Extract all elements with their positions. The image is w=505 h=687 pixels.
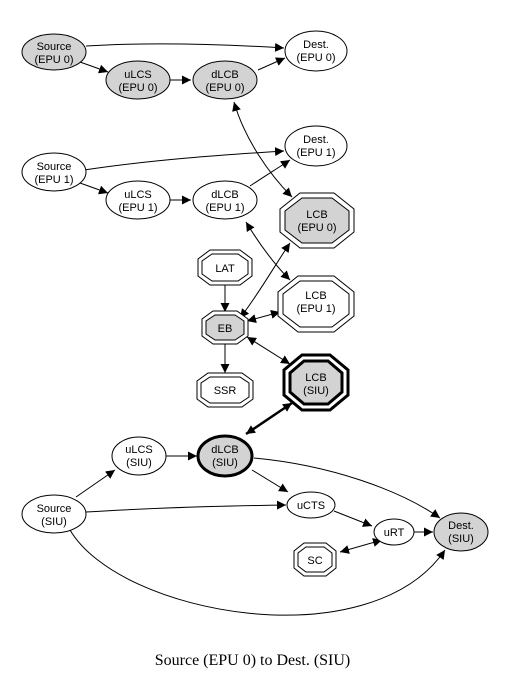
node-lcb-epu0: LCB (EPU 0) (279, 192, 355, 249)
svg-text:uCTS: uCTS (297, 500, 325, 512)
edge-source-epu1-to-ulcs-epu1 (79, 182, 109, 195)
svg-text:Dest.: Dest. (303, 39, 329, 51)
edge-source-epu1-to-dest-epu1 (83, 147, 285, 171)
svg-text:LCB: LCB (305, 372, 326, 384)
node-lat: LAT (197, 249, 253, 286)
svg-text:(SIU): (SIU) (126, 457, 152, 469)
edges (69, 42, 446, 616)
node-dlcb-epu1: dLCB (EPU 1) (192, 180, 258, 220)
svg-text:(EPU 1): (EPU 1) (296, 303, 335, 315)
svg-text:(EPU 0): (EPU 0) (34, 54, 73, 66)
node-urt: uRT (373, 518, 415, 546)
edge-source-epu0-to-dest-epu0 (85, 42, 285, 52)
svg-text:Source: Source (37, 41, 72, 53)
node-source-siu: Source (SIU) (21, 494, 87, 534)
edge-dlcb-epu0-to-dest-epu0 (257, 57, 286, 71)
edge-eb-lcb-siu (246, 336, 291, 365)
svg-text:dLCB: dLCB (211, 69, 239, 81)
svg-text:uLCS: uLCS (124, 69, 152, 81)
edge-source-siu-to-ulcs-siu (75, 469, 116, 498)
svg-text:(EPU 1): (EPU 1) (296, 147, 335, 159)
svg-text:(EPU 1): (EPU 1) (34, 174, 73, 186)
edge-dlcb-siu-to-ucts (251, 469, 289, 493)
node-dlcb-epu0: dLCB (EPU 0) (192, 60, 258, 100)
edge-ucts-to-urt (333, 510, 373, 527)
svg-text:(EPU 1): (EPU 1) (118, 202, 157, 214)
node-source-epu1: Source (EPU 1) (21, 152, 87, 192)
node-dest-epu1: Dest. (EPU 1) (284, 125, 348, 167)
svg-text:Dest.: Dest. (448, 520, 474, 532)
node-lcb-epu1: LCB (EPU 1) (277, 275, 355, 333)
node-eb: EB (201, 310, 249, 345)
edge-eb-lcb-epu0 (239, 242, 291, 319)
node-dest-siu: Dest. (SIU) (433, 512, 489, 552)
flow-diagram: Source (EPU 0) uLCS (EPU 0) dLCB (EPU 0)… (21, 30, 489, 616)
edge-source-siu-to-dest-siu (69, 529, 446, 616)
node-ulcs-siu: uLCS (SIU) (111, 436, 167, 476)
nodes: Source (EPU 0) uLCS (EPU 0) dLCB (EPU 0)… (21, 30, 489, 577)
svg-text:SC: SC (307, 555, 322, 567)
svg-text:SSR: SSR (214, 385, 237, 397)
svg-text:(SIU): (SIU) (448, 533, 474, 545)
svg-text:(EPU 0): (EPU 0) (118, 82, 157, 94)
diagram-caption: Source (EPU 0) to Dest. (SIU) (154, 652, 351, 669)
node-source-epu0: Source (EPU 0) (21, 33, 87, 71)
svg-text:(EPU 0): (EPU 0) (297, 222, 336, 234)
node-lcb-siu: LCB (SIU) (282, 353, 350, 412)
edge-dlcb-epu1-to-dest-epu1 (249, 159, 291, 187)
node-dlcb-siu: dLCB (SIU) (196, 434, 254, 478)
node-ulcs-epu1: uLCS (EPU 1) (105, 180, 171, 220)
svg-text:dLCB: dLCB (211, 444, 239, 456)
svg-text:Source: Source (37, 161, 72, 173)
svg-text:uLCS: uLCS (125, 444, 153, 456)
svg-text:(SIU): (SIU) (212, 457, 238, 469)
svg-text:LCB: LCB (306, 209, 327, 221)
edge-eb-lcb-epu1 (246, 310, 281, 323)
edge-dlcb-epu0-lcb-epu0 (232, 101, 293, 198)
svg-text:dLCB: dLCB (211, 189, 239, 201)
svg-text:(EPU 1): (EPU 1) (205, 202, 244, 214)
node-ulcs-epu0: uLCS (EPU 0) (105, 60, 171, 100)
node-sc: SC (293, 542, 337, 577)
svg-text:(EPU 0): (EPU 0) (296, 52, 335, 64)
svg-text:(EPU 0): (EPU 0) (205, 82, 244, 94)
edge-source-siu-to-ucts (85, 500, 287, 513)
svg-text:Source: Source (37, 503, 72, 515)
svg-text:uLCS: uLCS (124, 189, 152, 201)
edge-dlcb-siu-to-dest-siu (253, 457, 441, 519)
svg-text:LCB: LCB (305, 290, 326, 302)
node-dest-epu0: Dest. (EPU 0) (284, 30, 348, 72)
edge-sc-urt (339, 538, 383, 554)
node-ssr: SSR (196, 372, 254, 408)
svg-text:LAT: LAT (215, 263, 235, 275)
svg-text:Dest.: Dest. (303, 134, 329, 146)
svg-text:EB: EB (218, 323, 233, 335)
edge-dlcb-siu-lcb-siu (245, 401, 293, 436)
svg-text:(SIU): (SIU) (303, 385, 329, 397)
svg-text:(SIU): (SIU) (41, 516, 67, 528)
edge-source-epu0-to-ulcs-epu0 (79, 61, 109, 74)
svg-text:uRT: uRT (384, 527, 405, 539)
node-ucts: uCTS (286, 491, 336, 519)
